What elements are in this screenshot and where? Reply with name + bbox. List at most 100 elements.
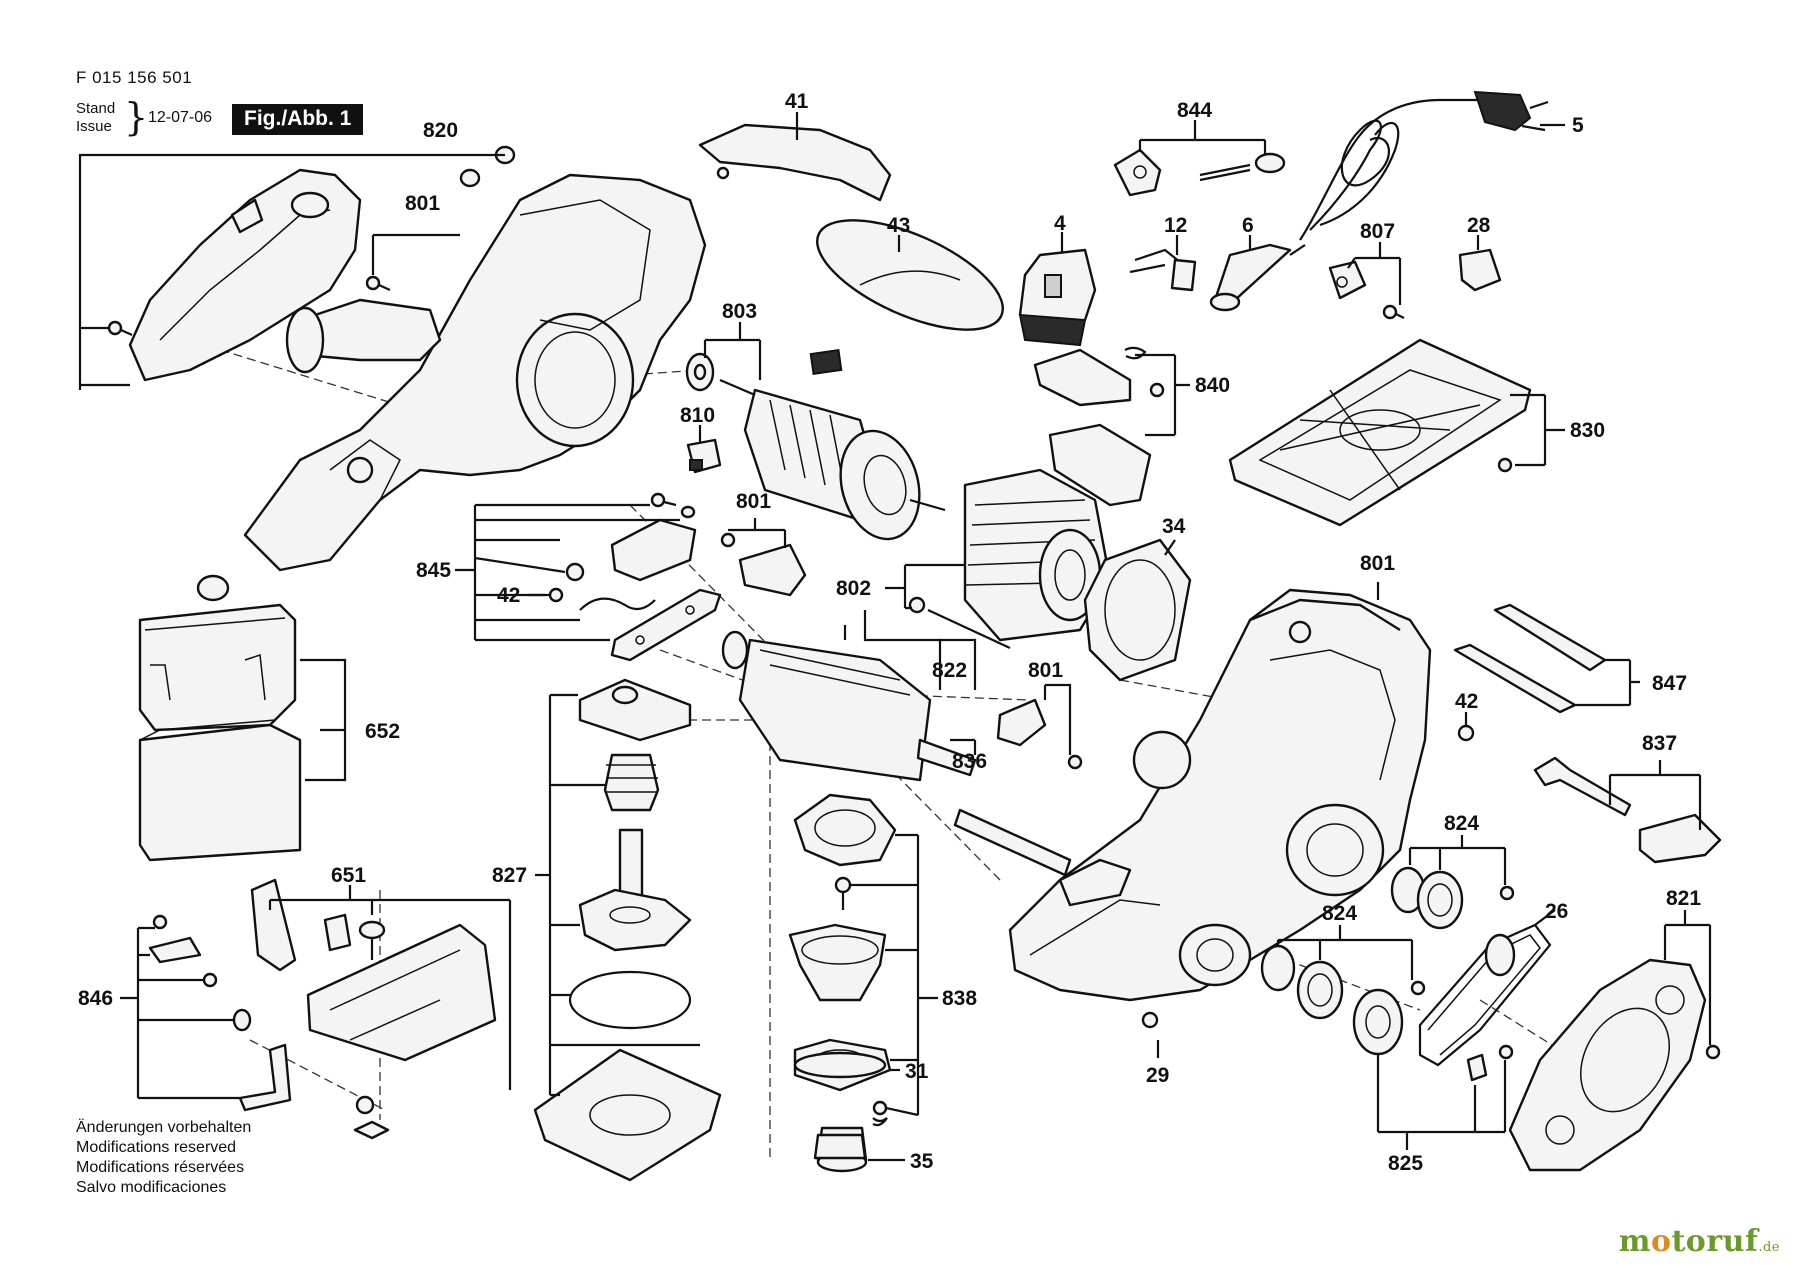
bushings-820 bbox=[459, 145, 516, 188]
parallel-fence-651 bbox=[250, 878, 497, 1140]
callout-838: 838 bbox=[942, 987, 977, 1010]
callout-844: 844 bbox=[1177, 99, 1212, 122]
callout-803: 803 bbox=[722, 300, 757, 323]
figure-label: Fig./Abb. 1 bbox=[232, 104, 364, 135]
callout-836: 836 bbox=[952, 750, 987, 773]
callout-35: 35 bbox=[910, 1150, 934, 1173]
callout-801-c: 801 bbox=[1360, 552, 1395, 575]
callout-824-a: 824 bbox=[1444, 812, 1479, 835]
note-en: Modifications reserved bbox=[76, 1139, 237, 1156]
pulley-set-824 bbox=[1260, 866, 1515, 1020]
carbon-brush-set-844 bbox=[1113, 148, 1286, 197]
callout-820: 820 bbox=[423, 119, 458, 142]
callout-802: 802 bbox=[836, 577, 871, 600]
callout-651: 651 bbox=[331, 864, 366, 887]
knob-35 bbox=[813, 1133, 867, 1160]
callout-821: 821 bbox=[1666, 887, 1701, 910]
spacer-bar-836 bbox=[953, 808, 1072, 877]
fence-bracket-846 bbox=[148, 914, 292, 1112]
callout-29: 29 bbox=[1146, 1064, 1169, 1087]
brand-prefix: m bbox=[1618, 1224, 1651, 1259]
armature-803 bbox=[685, 349, 946, 541]
callout-824-b: 824 bbox=[1322, 902, 1357, 925]
note-fr: Modifications réservées bbox=[76, 1159, 245, 1176]
storage-case-652 bbox=[138, 574, 302, 862]
callout-42-a: 42 bbox=[497, 584, 520, 607]
side-cover-820 bbox=[128, 168, 362, 382]
callout-34: 34 bbox=[1162, 515, 1186, 538]
depth-adjuster-827 bbox=[533, 678, 722, 1182]
brush-holder-810 bbox=[686, 438, 722, 474]
field-winding-802 bbox=[908, 468, 1112, 649]
power-cord-5 bbox=[1289, 90, 1549, 256]
callout-652: 652 bbox=[365, 720, 400, 743]
callout-801-b: 801 bbox=[736, 490, 771, 513]
document-number: F 015 156 501 bbox=[76, 68, 193, 87]
callout-825: 825 bbox=[1388, 1152, 1423, 1175]
callout-845: 845 bbox=[416, 559, 451, 582]
drive-belt-26 bbox=[1418, 923, 1552, 1067]
drive-pulley-825 bbox=[1352, 988, 1514, 1082]
callout-837: 837 bbox=[1642, 732, 1677, 755]
screw-42-b bbox=[1457, 724, 1475, 742]
depth-knob-838 bbox=[788, 793, 897, 1173]
callout-5: 5 bbox=[1572, 114, 1584, 137]
stand-label-en: Issue bbox=[76, 118, 112, 135]
screw-29 bbox=[1141, 1011, 1159, 1029]
issue-date-block: Stand Issue } 12-07-06 bbox=[76, 95, 276, 140]
clip-28 bbox=[1458, 248, 1502, 292]
chip-deflector-801-b bbox=[996, 698, 1083, 770]
wrench-837 bbox=[1533, 756, 1722, 864]
planer-drum-822 bbox=[721, 630, 977, 782]
switch-4 bbox=[1018, 248, 1097, 347]
callout-28: 28 bbox=[1467, 214, 1491, 237]
callout-26: 26 bbox=[1545, 900, 1568, 923]
issue-date: 12-07-06 bbox=[148, 109, 213, 126]
callout-41: 41 bbox=[785, 90, 809, 113]
callout-6: 6 bbox=[1242, 214, 1254, 237]
fan-baffle-34 bbox=[1083, 538, 1192, 682]
callout-810: 810 bbox=[680, 404, 715, 427]
callout-847: 847 bbox=[1652, 672, 1687, 695]
cable-clamp-807 bbox=[1328, 260, 1405, 320]
brand-rest: toruf bbox=[1671, 1224, 1759, 1259]
callout-43: 43 bbox=[887, 214, 910, 237]
chip-deflector-801 bbox=[720, 532, 807, 597]
note-de: Änderungen vorbehalten bbox=[76, 1119, 252, 1136]
callout-31: 31 bbox=[905, 1060, 929, 1083]
belt-cover-821 bbox=[1508, 958, 1721, 1172]
cable-sleeve-6 bbox=[1209, 243, 1292, 312]
callout-827: 827 bbox=[492, 864, 527, 887]
leader-lines bbox=[78, 112, 1712, 1162]
callout-4: 4 bbox=[1054, 212, 1066, 235]
brand-o: o bbox=[1650, 1224, 1672, 1259]
brand-tld: .de bbox=[1758, 1240, 1780, 1255]
motor-housing-shell bbox=[243, 173, 707, 572]
base-plate-830 bbox=[1228, 338, 1532, 527]
note-es: Salvo modificaciones bbox=[76, 1179, 227, 1196]
callout-labels: 820 801 41 43 844 5 4 12 6 807 28 803 84… bbox=[78, 90, 1701, 1175]
top-cover-41 bbox=[698, 123, 892, 202]
protective-disc-43 bbox=[816, 219, 1004, 331]
bracket-set-845 bbox=[548, 492, 722, 662]
callout-801-d: 801 bbox=[1028, 659, 1063, 682]
callout-846: 846 bbox=[78, 987, 113, 1010]
main-housing-801 bbox=[1008, 588, 1432, 1002]
stand-label-de: Stand bbox=[76, 100, 116, 117]
scale-ring-31 bbox=[793, 1051, 887, 1079]
callout-822: 822 bbox=[932, 659, 967, 682]
depth-guard-840 bbox=[1033, 346, 1165, 507]
callout-830: 830 bbox=[1570, 419, 1605, 442]
callout-807: 807 bbox=[1360, 220, 1395, 243]
brand-watermark: motoruf.de bbox=[1619, 1224, 1780, 1259]
callout-12: 12 bbox=[1164, 214, 1187, 237]
modification-notes: Änderungen vorbehalten Modifications res… bbox=[76, 1118, 251, 1198]
stand-label: Stand Issue bbox=[76, 100, 115, 136]
callout-42-b: 42 bbox=[1455, 690, 1478, 713]
callout-801-a: 801 bbox=[405, 192, 440, 215]
brace-glyph: } bbox=[124, 95, 149, 139]
contact-spring-12 bbox=[1129, 248, 1197, 292]
callout-840: 840 bbox=[1195, 374, 1230, 397]
